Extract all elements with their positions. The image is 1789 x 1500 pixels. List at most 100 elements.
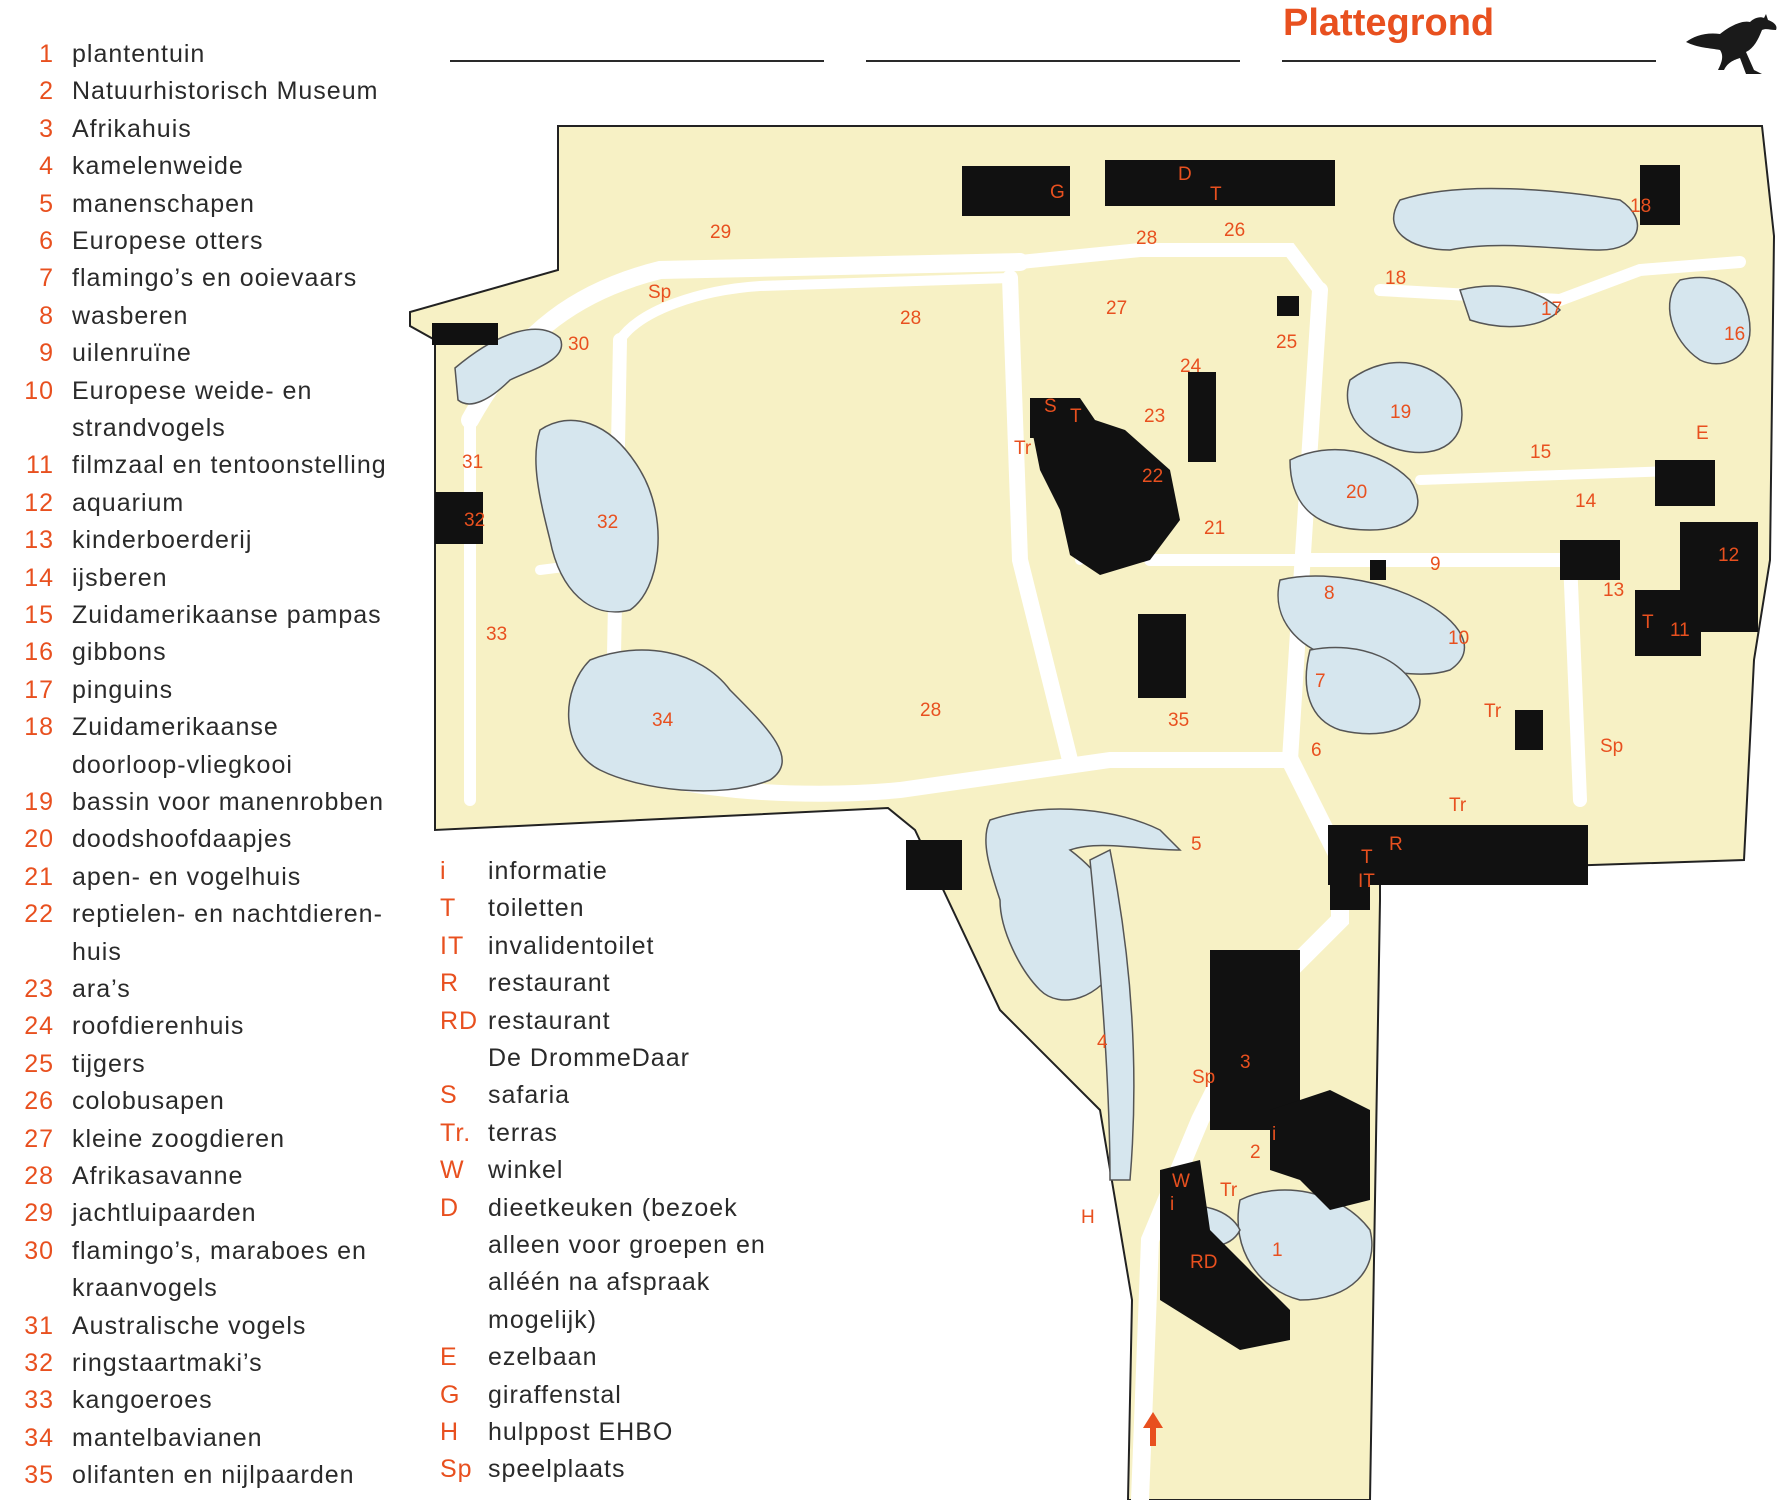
legend-number: 2 [39,77,54,106]
legend-label: bassin voor manenrobben [72,788,385,816]
map-label: Sp [1192,1067,1215,1088]
symbol-label: invalidentoilet [488,931,655,960]
symbol-label: giraffenstal [488,1380,622,1409]
map-label: 21 [1204,518,1225,539]
legend-label: Zuidamerikaanse [72,713,279,742]
map-label: 1 [1272,1240,1283,1261]
building-E [1655,460,1715,506]
symbol-code: R [440,969,460,998]
legend-item: 19 bassin voor manenrobben [0,788,384,824]
legend-number: 12 [24,488,54,517]
symbol-label: toiletten [488,894,585,923]
legend-label: kleine zoogdieren [72,1124,285,1153]
legend-number: 7 [39,264,54,293]
building-G [962,166,1070,216]
legend-label: doodshoofdaapjes [72,825,293,854]
symbol-label: safaria [488,1081,571,1110]
legend-number: 5 [39,189,54,218]
legend-item: 34 mantelbavianen [0,1424,263,1460]
map-label: Tr [1220,1180,1238,1201]
map-label: G [1050,182,1065,203]
legend-label: Europese weide- en [72,376,313,405]
map-label: 7 [1315,671,1326,692]
legend-label: uilenruïne [72,339,192,368]
map-label: T [1210,184,1222,205]
legend-label: filmzaal en tentoonstelling [72,451,387,480]
legend-label: wasberen [72,301,189,330]
map-label: 28 [920,700,941,721]
symbol-code: RD [440,1006,479,1035]
symbol-code: H [440,1418,460,1446]
symbol-item: IT invalidentoilet [440,932,655,968]
legend-number: 11 [26,451,54,480]
legend-item: 7 flamingo’s en ooievaars [0,264,357,300]
symbol-item-continuation: alleen voor groepen en [440,1231,766,1267]
symbol-item-continuation: alléén na afspraak [440,1268,710,1304]
legend-number: 19 [24,788,54,816]
symbol-label: restaurant [488,1006,611,1035]
water-8-10 [1277,575,1466,675]
symbol-code: IT [440,931,465,960]
legend-label: Afrikasavanne [72,1162,244,1190]
kangaroo-logo-icon [1686,14,1777,74]
legend-label: colobusapen [72,1087,225,1116]
legend-label: doorloop-vliegkooi [72,750,293,779]
map-label: 6 [1311,740,1322,761]
legend-label: ringstaartmaki’s [72,1349,263,1377]
legend-number: 25 [24,1049,54,1078]
map-label: IT [1358,871,1375,892]
symbol-label: speelplaats [488,1455,626,1484]
map-label: 18 [1630,196,1651,217]
map-label: Sp [1600,736,1623,757]
building-S [1030,398,1070,438]
building-11 [1635,590,1701,656]
legend-number: 22 [24,900,54,929]
legend-number: 21 [24,862,54,891]
water-19 [1346,361,1463,454]
symbol-item: RD restaurant [440,1007,611,1043]
symbol-code: S [440,1081,458,1110]
legend-label: mantelbavianen [72,1423,263,1452]
legend-number: 16 [24,638,54,667]
legend-label: ara’s [72,975,131,1003]
legend-label: jachtluipaarden [72,1199,257,1228]
symbol-label: restaurant [488,969,611,998]
map-label: RD [1190,1252,1217,1273]
legend-number: 28 [24,1162,54,1190]
map-label: 19 [1390,402,1411,423]
map-label: 9 [1430,554,1441,575]
symbol-code: W [440,1156,465,1185]
legend-item-continuation: huis [0,938,122,974]
legend-label: Europese otters [72,227,264,255]
legend-number: 35 [24,1461,54,1490]
legend-number: 34 [24,1423,54,1452]
map-label: 8 [1324,583,1335,604]
water-30 [454,328,563,405]
water-32 [535,419,659,613]
map-paths [461,243,1746,1500]
map-label: 12 [1718,545,1739,566]
map-label: D [1178,164,1192,185]
map-label: Tr [1484,701,1502,722]
legend-label: flamingo’s en ooievaars [72,264,358,293]
writing-line-2 [866,60,1240,62]
symbol-label: mogelijk) [488,1305,598,1334]
map-label: 30 [568,334,589,355]
